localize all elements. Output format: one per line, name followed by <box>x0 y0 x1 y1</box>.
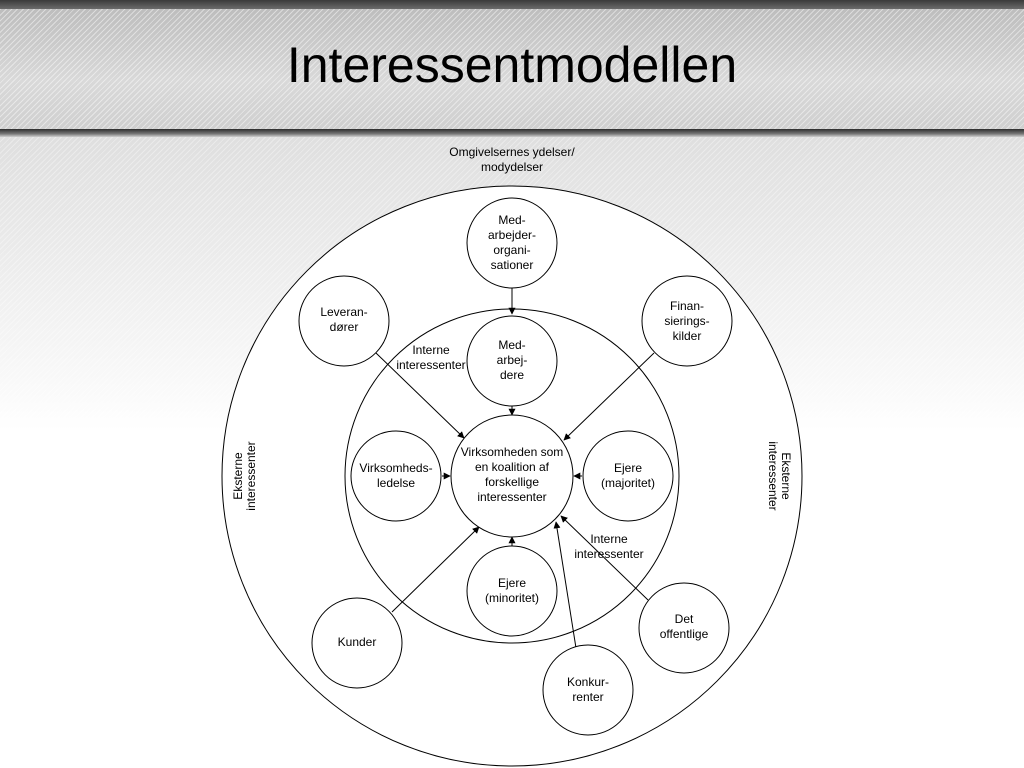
ejere-min-label: Ejere (minoritet) <box>484 576 539 605</box>
top-strip <box>0 0 1024 9</box>
arrow-finansiering <box>563 352 655 441</box>
node-med-org <box>466 197 558 289</box>
title-band <box>0 9 1024 129</box>
node-ejere-min <box>466 545 558 637</box>
ledelse-label: Virksomheds- ledelse <box>359 461 433 490</box>
top-label: Omgivelsernes ydelser/ modydelser <box>449 145 575 174</box>
internal-label-upper: Interne interessenter <box>396 343 466 372</box>
arrow-kunder <box>391 526 480 613</box>
node-medarbejdere <box>466 315 558 407</box>
internal-label-lower: Interne interessenter <box>574 532 644 561</box>
external-label-left: Eksterne interessenter <box>231 441 258 511</box>
node-konkurrenter <box>542 644 634 736</box>
medarbejdere-label: Med- arbej- dere <box>496 338 528 382</box>
node-leverandorer <box>298 275 390 367</box>
leverandorer-label: Leveran- dører <box>320 305 368 334</box>
external-label-right: Eksterne interessenter <box>766 441 793 511</box>
node-ledelse <box>350 430 442 522</box>
ejere-maj-label: Ejere (majoritet) <box>600 461 655 490</box>
node-ejere-maj <box>582 430 674 522</box>
arrow-offentlige <box>560 515 649 601</box>
med-org-label: Med- arbejder- organi- sationer <box>487 213 537 272</box>
arrow-konkurrenter <box>553 521 577 649</box>
node-finansiering <box>641 275 733 367</box>
finansiering-label: Finan- sierings- kilder <box>664 299 710 343</box>
node-kunder <box>311 597 403 689</box>
offentlige-label: Det offentlige <box>659 612 709 641</box>
arrow-leverandorer <box>375 352 465 439</box>
kunder-label: Kunder <box>337 635 377 649</box>
center-label: Virksomheden som en koalition af forskel… <box>460 445 564 504</box>
konkurrenter-label: Konkur- renter <box>566 675 610 704</box>
node-center <box>450 414 574 538</box>
title-rule <box>0 129 1024 137</box>
node-offentlige <box>638 582 730 674</box>
slide-title: Interessentmodellen <box>286 37 738 93</box>
